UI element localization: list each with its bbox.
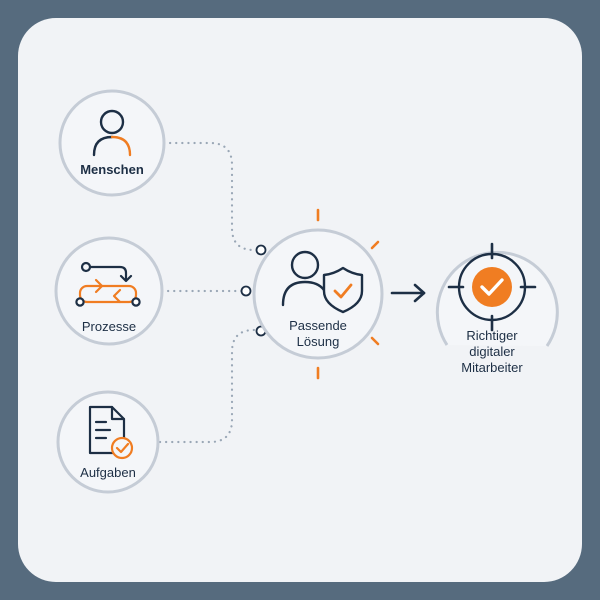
label-menschen: Menschen — [80, 162, 144, 177]
connector-endpoints — [240, 244, 267, 337]
node-center-ring — [252, 228, 384, 360]
person-icon — [92, 109, 132, 157]
endpoint-menschen — [255, 244, 267, 256]
node-center — [252, 208, 384, 380]
arrow-right-icon — [390, 283, 426, 303]
connector-aufgaben — [158, 328, 260, 444]
label-prozesse: Prozesse — [81, 319, 137, 334]
person-shield-check-icon — [281, 250, 364, 314]
center-rays — [316, 208, 380, 380]
process-flow-icon — [75, 261, 141, 307]
node-menschen-ring — [58, 89, 166, 197]
label-aufgaben: Aufgaben — [80, 465, 136, 480]
connectors — [158, 141, 260, 444]
task-document-check-icon — [88, 405, 134, 460]
connector-menschen — [162, 141, 260, 252]
node-aufgaben — [56, 390, 160, 494]
node-menschen — [58, 89, 166, 197]
node-aufgaben-ring — [56, 390, 160, 494]
label-center: Passende Lösung — [289, 318, 347, 349]
label-target: Richtiger digitaler Mitarbeiter — [461, 328, 523, 375]
endpoint-prozesse — [240, 285, 252, 297]
node-target — [435, 242, 559, 347]
target-check-icon — [447, 242, 537, 332]
node-prozesse — [54, 236, 164, 346]
